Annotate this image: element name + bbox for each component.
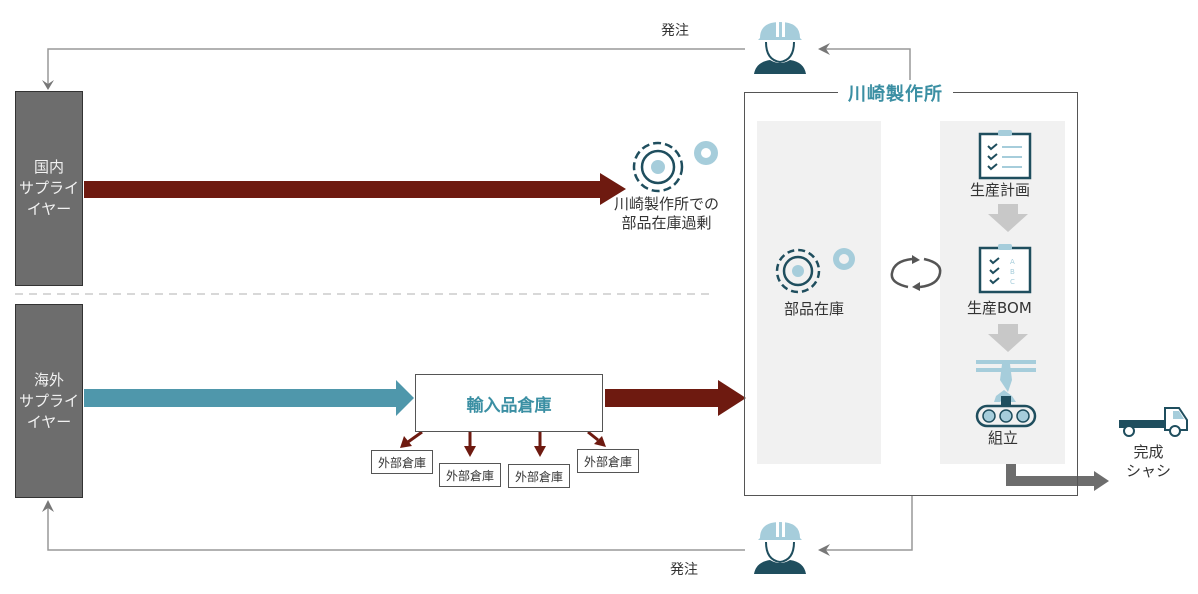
- excess-inventory-label: 川崎製作所での 部品在庫過剰: [614, 195, 720, 232]
- bom-item: A: [1010, 258, 1015, 266]
- worker-icon-top: [754, 21, 806, 74]
- assembly-label: 組立: [988, 429, 1019, 447]
- external-warehouse: 外部倉庫: [439, 463, 501, 487]
- external-warehouse: 外部倉庫: [577, 449, 639, 473]
- parts-inventory-panel: [757, 121, 881, 464]
- external-warehouse: 外部倉庫: [371, 450, 433, 474]
- import-warehouse-label: 輸入品倉庫: [466, 395, 552, 416]
- external-warehouse-arrows: [400, 430, 606, 457]
- truck-icon: [1119, 407, 1188, 437]
- order-label-top: 発注: [661, 23, 689, 39]
- production-plan-label: 生産計画: [970, 181, 1031, 199]
- bom-item: B: [1010, 268, 1015, 276]
- external-warehouse: 外部倉庫: [508, 464, 570, 488]
- overseas-flow-arrow: [84, 380, 414, 416]
- bom-clipboard-icon: A B C: [978, 244, 1032, 294]
- robot-arm-conveyor-icon: [975, 360, 1037, 428]
- overseas-supplier-label: 海外 サプライ イヤー: [18, 370, 79, 431]
- clipboard-checklist-icon: [978, 130, 1032, 180]
- order-label-bottom: 発注: [670, 562, 698, 578]
- flow-down-arrow: [988, 204, 1028, 232]
- import-warehouse-box: 輸入品倉庫: [415, 374, 603, 432]
- domestic-flow-arrow: [84, 173, 626, 205]
- gears-icon-parts: [775, 248, 855, 294]
- sync-cycle-icon: [890, 255, 942, 291]
- domestic-supplier-label: 国内 サプライ イヤー: [18, 158, 79, 218]
- finished-chassis-label: 完成 シャシ: [1126, 443, 1172, 480]
- bom-item: C: [1010, 278, 1015, 286]
- order-line-top: [42, 43, 911, 92]
- factory-title: 川崎製作所: [838, 80, 953, 106]
- order-line-bottom: [42, 496, 913, 556]
- flow-down-arrow: [988, 324, 1028, 352]
- domestic-supplier-box: 国内 サプライ イヤー: [15, 91, 83, 286]
- warehouse-to-factory-arrow: [605, 380, 746, 416]
- production-bom-label: 生産BOM: [967, 299, 1032, 317]
- gears-icon-excess: [632, 141, 718, 193]
- worker-icon-bottom: [754, 521, 806, 574]
- overseas-supplier-box: 海外 サプライ イヤー: [15, 304, 83, 498]
- parts-inventory-label: 部品在庫: [784, 300, 845, 318]
